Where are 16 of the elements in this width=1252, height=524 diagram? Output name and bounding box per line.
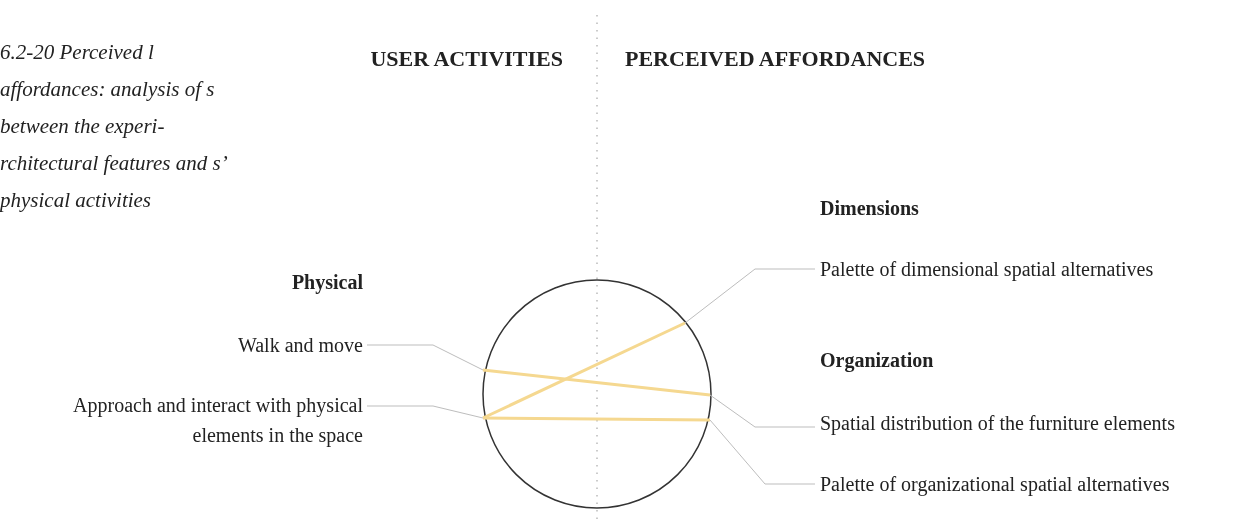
affordance-label: Spatial distribution of the furniture elements	[820, 408, 1250, 438]
connector-line	[366, 405, 484, 419]
connector-line	[709, 394, 816, 428]
group-heading: Physical	[290, 270, 363, 296]
circle-drawing	[482, 279, 712, 509]
connector-line	[366, 344, 484, 371]
activity-label: Approach and interact with physical elements in the space	[10, 390, 363, 450]
affordance-label: Palette of dimensional spatial alternatives	[820, 254, 1240, 284]
group-heading: Organization	[820, 348, 935, 374]
connector-line	[709, 419, 816, 485]
column-heading: PERCEIVED AFFORDANCES	[625, 45, 927, 73]
connector-line	[684, 268, 816, 324]
activity-label: Walk and move	[200, 330, 363, 360]
column-heading: USER ACTIVITIES	[369, 45, 563, 73]
affordance-label: Palette of organizational spatial alternatives	[820, 469, 1240, 499]
group-heading: Dimensions	[820, 196, 920, 221]
